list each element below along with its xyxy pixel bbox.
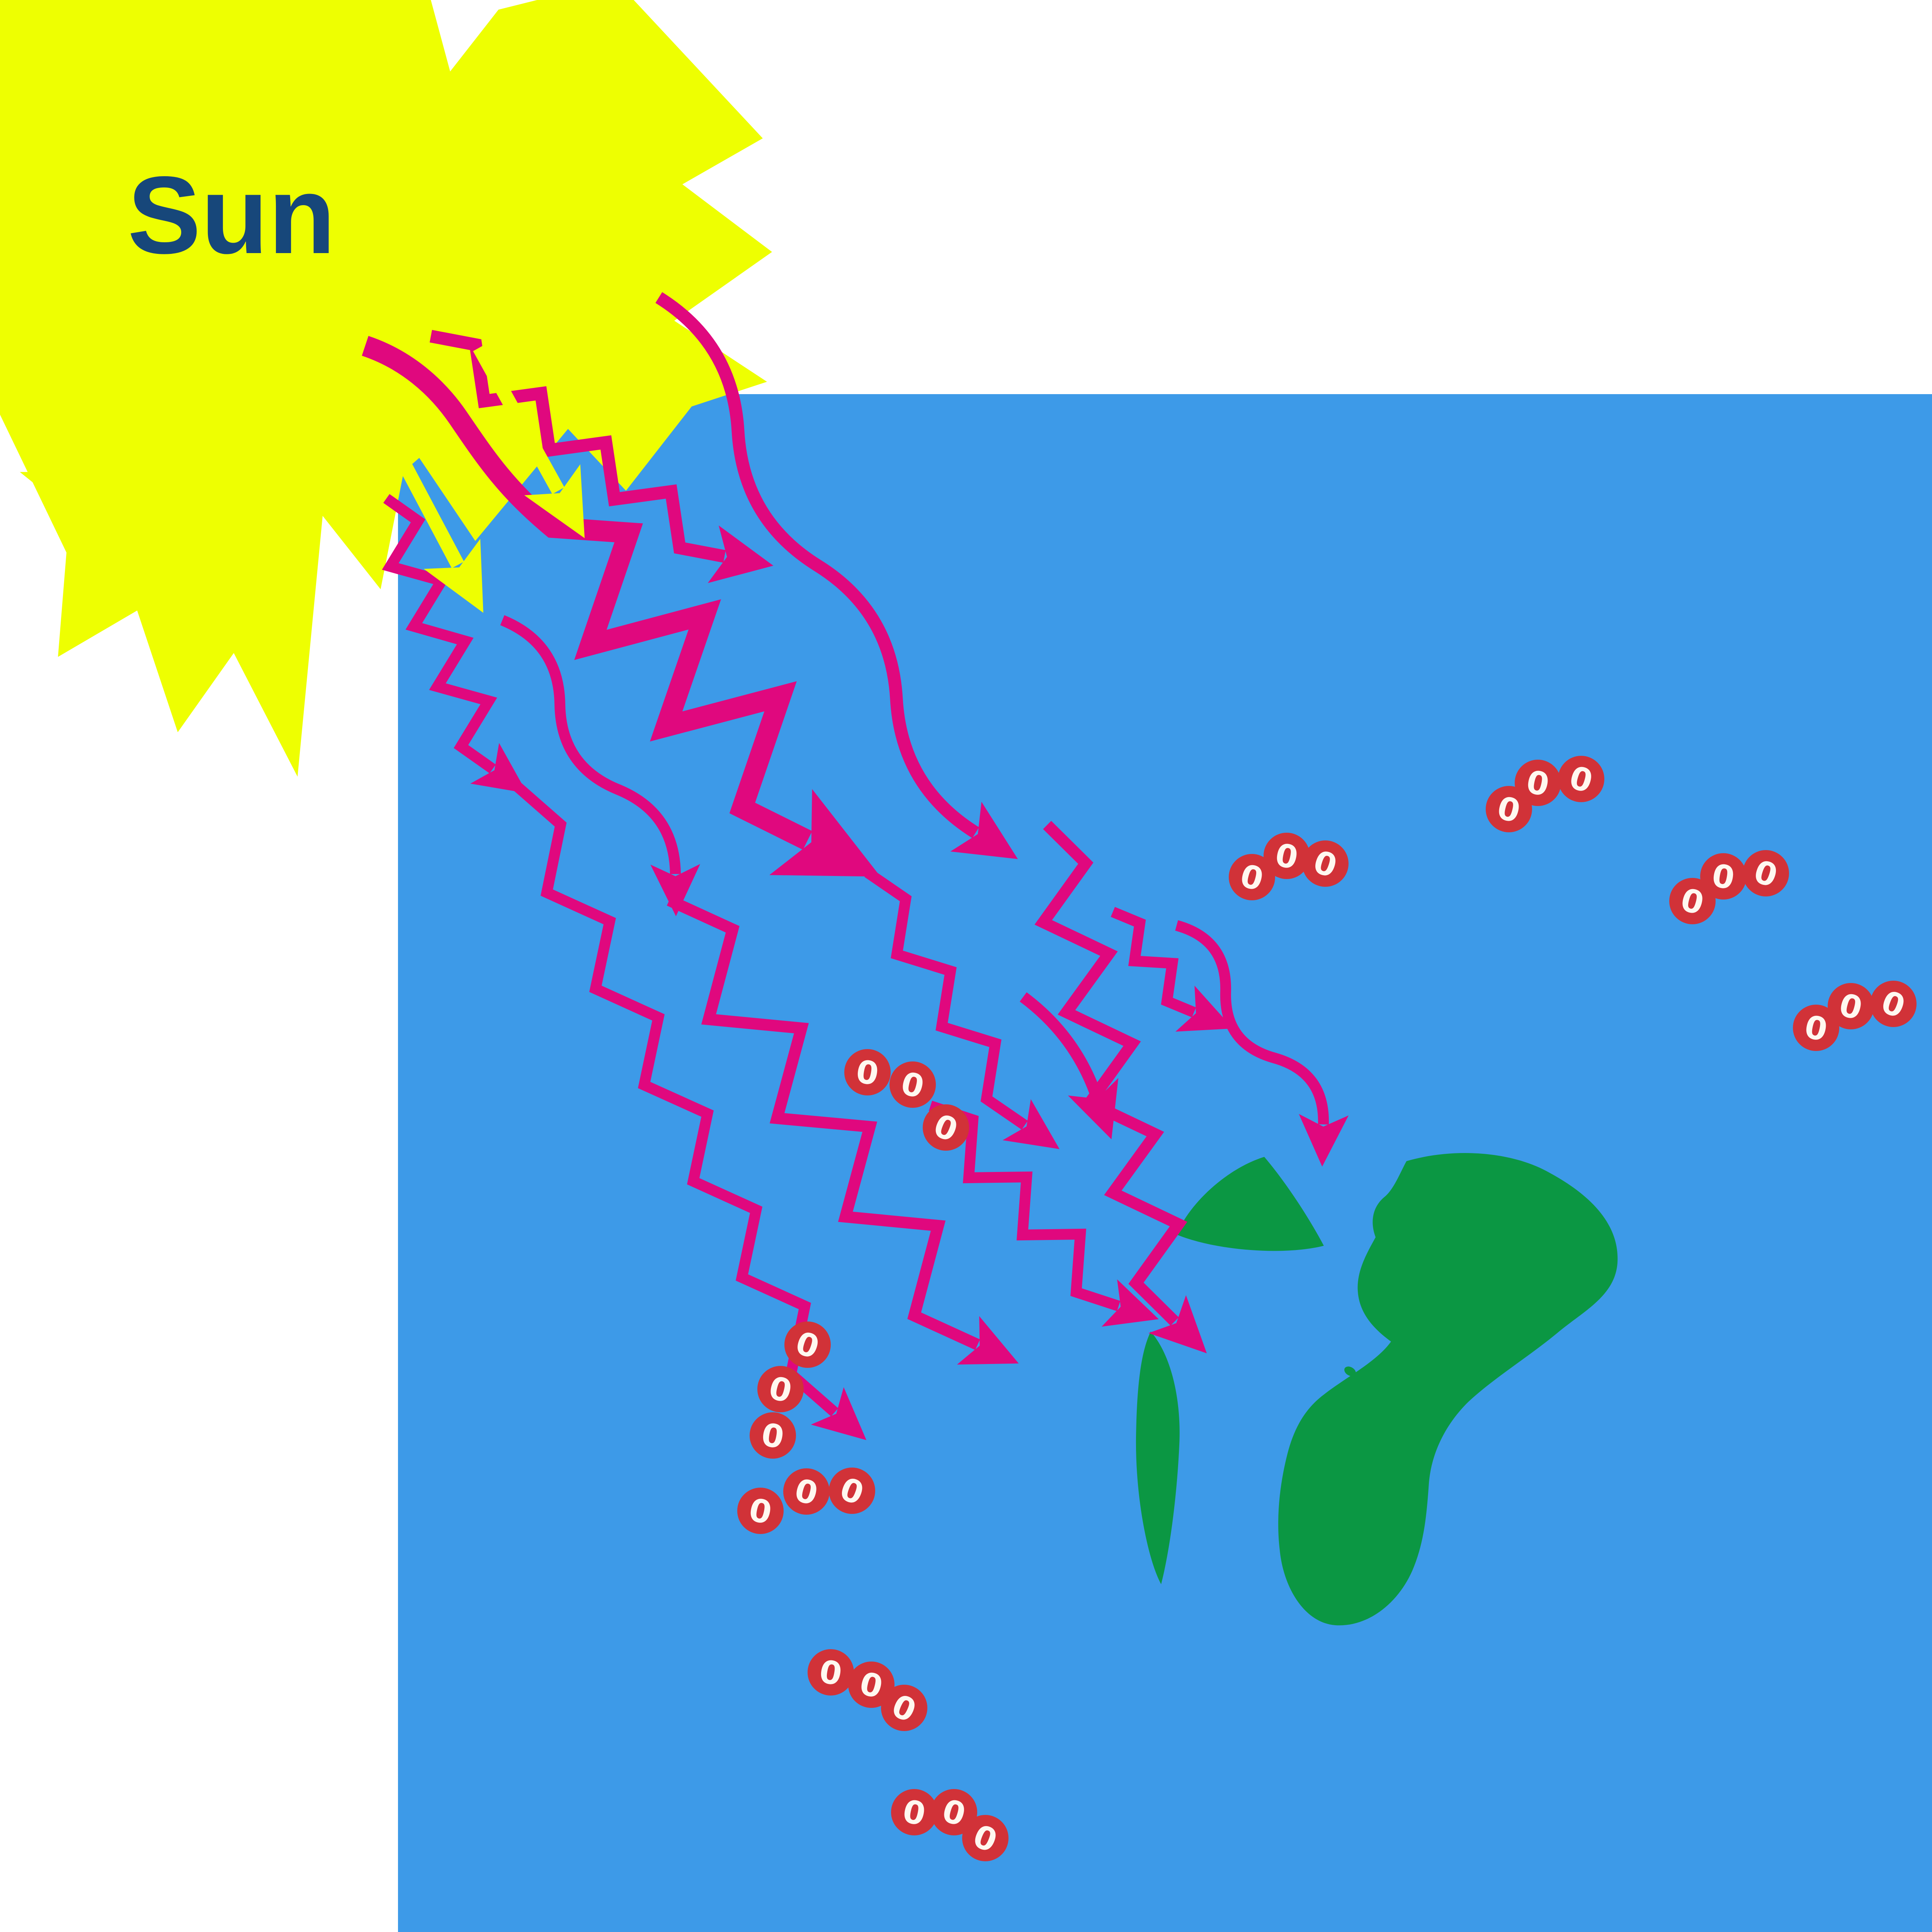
uv-ray-8: [929, 1100, 1159, 1327]
oxygen-atom-circle: [1302, 840, 1349, 887]
oxygen-atom: 0: [891, 1789, 937, 1835]
ocean-background: [398, 394, 1932, 1932]
uv-ray-group: [362, 292, 1349, 1440]
oxygen-atom: 0: [962, 1815, 1009, 1861]
oxygen-atom-circle: [829, 1468, 875, 1514]
oxygen-atom: 0: [1700, 853, 1747, 900]
sun-label: Sun: [128, 154, 335, 277]
oxygen-atom-circle: [808, 1649, 854, 1696]
oxygen-atom-circle: [1700, 853, 1747, 900]
sun-icon: [0, 0, 772, 777]
uv-ray-10: [864, 868, 1060, 1149]
oxygen-atom-circle: [889, 1061, 936, 1108]
islet-bay: [1380, 1198, 1403, 1216]
oxygen-atom: 0: [829, 1468, 875, 1514]
sun-ray-arrow-2: [395, 454, 483, 613]
oxygen-atom: 0: [1870, 981, 1917, 1027]
oxygen-atom-circle: [750, 1412, 796, 1459]
ozone-cluster-6: 000: [750, 1321, 831, 1459]
oxygen-atom: 0: [1229, 854, 1275, 900]
uv-ray-7: [667, 895, 1019, 1365]
oxygen-atom-circle: [1264, 833, 1310, 879]
oxygen-atom-circle: [1558, 756, 1604, 802]
oxygen-atom: 0: [1264, 833, 1310, 879]
oxygen-atom: 0: [1515, 760, 1561, 806]
oxygen-atom: 0: [1828, 983, 1874, 1029]
oxygen-atom: 0: [1669, 878, 1716, 924]
sunray-group: [3, 344, 585, 613]
uv-ray-12: [1175, 920, 1349, 1167]
oxygen-atom-circle: [1828, 983, 1874, 1029]
oxygen-atom-circle: [848, 1662, 895, 1708]
oxygen-atom: 0: [844, 1049, 891, 1095]
oxygen-atom-circle: [844, 1049, 891, 1095]
oxygen-atom: 0: [784, 1321, 831, 1368]
oxygen-atom: 0: [1302, 840, 1349, 887]
uv-ray-11: [1111, 907, 1233, 1032]
oxygen-atom: 0: [1486, 786, 1532, 832]
oxygen-atom-circle: [1229, 854, 1275, 900]
islet-small-2: [1359, 1376, 1380, 1392]
oxygen-atom: 0: [923, 1104, 969, 1151]
oxygen-atom-circle: [1870, 981, 1917, 1027]
uv-ray-4: [382, 494, 527, 794]
oxygen-atom-circle: [783, 1468, 830, 1515]
island-triangle: [1177, 1157, 1324, 1251]
oxygen-atom: 0: [1558, 756, 1604, 802]
sliver-island: [1136, 1332, 1180, 1584]
oxygen-atom: 0: [1743, 850, 1789, 896]
oxygen-atom-circle: [784, 1321, 831, 1368]
oxygen-atom: 0: [931, 1789, 977, 1835]
uv-ray-2: [655, 292, 1018, 859]
uv-ray-9: [1020, 992, 1119, 1139]
oxygen-atom: 0: [757, 1366, 804, 1412]
oxygen-atom: 0: [881, 1685, 927, 1731]
oxygen-atom: 0: [737, 1488, 784, 1534]
oxygen-atom-circle: [923, 1104, 969, 1151]
uv-ray-5: [500, 615, 701, 917]
oxygen-atom: 0: [889, 1061, 936, 1108]
uv-ray-1: [429, 330, 774, 583]
oxygen-atom-circle: [737, 1488, 784, 1534]
oxygen-atom: 0: [808, 1649, 854, 1696]
oxygen-atom: 0: [783, 1468, 830, 1515]
oxygen-atom: 0: [750, 1412, 796, 1459]
oxygen-atom-circle: [1515, 760, 1561, 806]
oxygen-atom-circle: [881, 1685, 927, 1731]
oxygen-atom-circle: [757, 1366, 804, 1412]
oxygen-atom-circle: [1743, 850, 1789, 896]
oxygen-atom: 0: [1793, 1005, 1839, 1051]
oxygen-atom-circle: [962, 1815, 1009, 1861]
sun-ray-arrow-3: [3, 374, 78, 519]
landmasses: [1136, 1153, 1618, 1626]
uv-ray-6: [513, 782, 867, 1440]
oxygen-atom-circle: [931, 1789, 977, 1835]
sun-ray-arrow-1: [473, 344, 585, 538]
oxygen-atom: 0: [848, 1662, 895, 1708]
oxygen-atom-circle: [1669, 878, 1716, 924]
uv-ray-3: [1034, 821, 1207, 1354]
islet-small-1: [1344, 1366, 1356, 1376]
oxygen-atom-circle: [891, 1789, 937, 1835]
mainland: [1278, 1153, 1618, 1626]
oxygen-atom-circle: [1793, 1005, 1839, 1051]
